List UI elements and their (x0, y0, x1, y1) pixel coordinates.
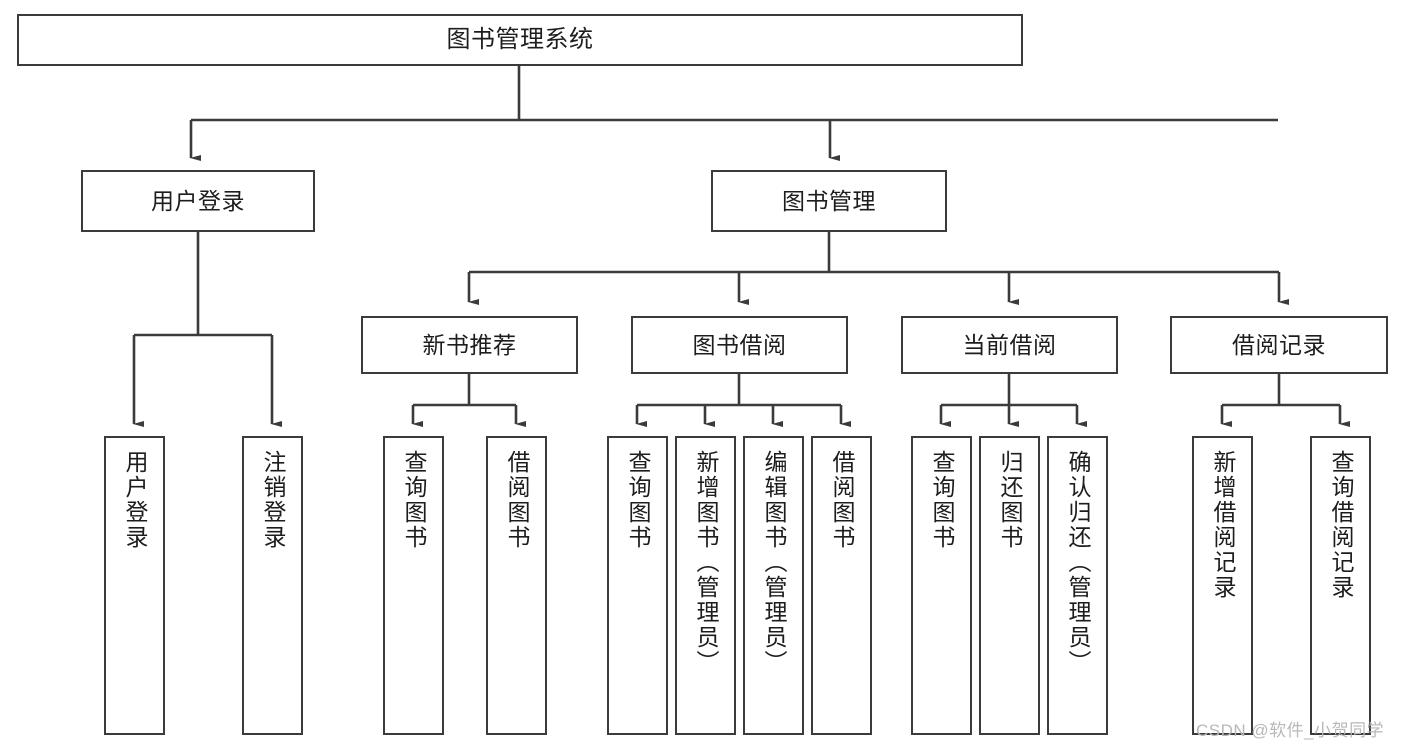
node-leaf-rec-query-label: 查询图书 (401, 450, 427, 550)
node-leaf-rec-add[interactable]: 新增借阅记录 (1192, 436, 1253, 735)
node-leaf-rec-borrow-label: 借阅图书 (504, 450, 530, 550)
node-root[interactable]: 图书管理系统 (17, 14, 1023, 66)
csdn-watermark: CSDN @软件_小贺同学 (1196, 721, 1385, 740)
node-book-borrow-label: 图书借阅 (692, 331, 787, 358)
node-current-borrow-label: 当前借阅 (962, 331, 1057, 358)
node-leaf-rec-query[interactable]: 查询图书 (383, 436, 444, 735)
node-leaf-borrow-do-label: 借阅图书 (829, 450, 855, 550)
node-leaf-cur-confirm[interactable]: 确认归还（管理员） (1047, 436, 1108, 735)
node-leaf-user-logout-label: 注销登录 (260, 450, 286, 550)
node-user-login[interactable]: 用户登录 (81, 170, 315, 232)
node-leaf-cur-return[interactable]: 归还图书 (979, 436, 1040, 735)
node-leaf-borrow-do[interactable]: 借阅图书 (811, 436, 872, 735)
node-leaf-borrow-add-label: 新增图书（管理员） (693, 450, 719, 675)
node-leaf-borrow-query[interactable]: 查询图书 (607, 436, 668, 735)
node-leaf-borrow-edit-label: 编辑图书（管理员） (761, 450, 787, 675)
node-leaf-borrow-query-label: 查询图书 (625, 450, 651, 550)
node-leaf-cur-return-label: 归还图书 (997, 450, 1023, 550)
node-book-manage[interactable]: 图书管理 (711, 170, 947, 232)
node-borrow-record-label: 借阅记录 (1232, 331, 1326, 358)
node-leaf-user-login[interactable]: 用户登录 (104, 436, 165, 735)
node-root-label: 图书管理系统 (446, 26, 594, 54)
node-leaf-borrow-edit[interactable]: 编辑图书（管理员） (743, 436, 804, 735)
node-leaf-user-logout[interactable]: 注销登录 (242, 436, 303, 735)
node-new-book-rec-label: 新书推荐 (422, 331, 517, 358)
node-leaf-rec-query-record-label: 查询借阅记录 (1328, 450, 1354, 600)
node-leaf-borrow-add[interactable]: 新增图书（管理员） (675, 436, 736, 735)
node-leaf-rec-add-label: 新增借阅记录 (1210, 450, 1236, 600)
node-leaf-cur-query-label: 查询图书 (929, 450, 955, 550)
node-leaf-rec-borrow[interactable]: 借阅图书 (486, 436, 547, 735)
node-leaf-rec-query-record[interactable]: 查询借阅记录 (1310, 436, 1371, 735)
node-book-borrow[interactable]: 图书借阅 (631, 316, 848, 374)
node-leaf-user-login-label: 用户登录 (122, 450, 148, 550)
node-new-book-rec[interactable]: 新书推荐 (361, 316, 578, 374)
node-user-login-label: 用户登录 (151, 187, 245, 214)
node-leaf-cur-confirm-label: 确认归还（管理员） (1065, 450, 1091, 675)
node-current-borrow[interactable]: 当前借阅 (901, 316, 1118, 374)
node-leaf-cur-query[interactable]: 查询图书 (911, 436, 972, 735)
node-borrow-record[interactable]: 借阅记录 (1170, 316, 1388, 374)
node-book-manage-label: 图书管理 (782, 187, 876, 214)
